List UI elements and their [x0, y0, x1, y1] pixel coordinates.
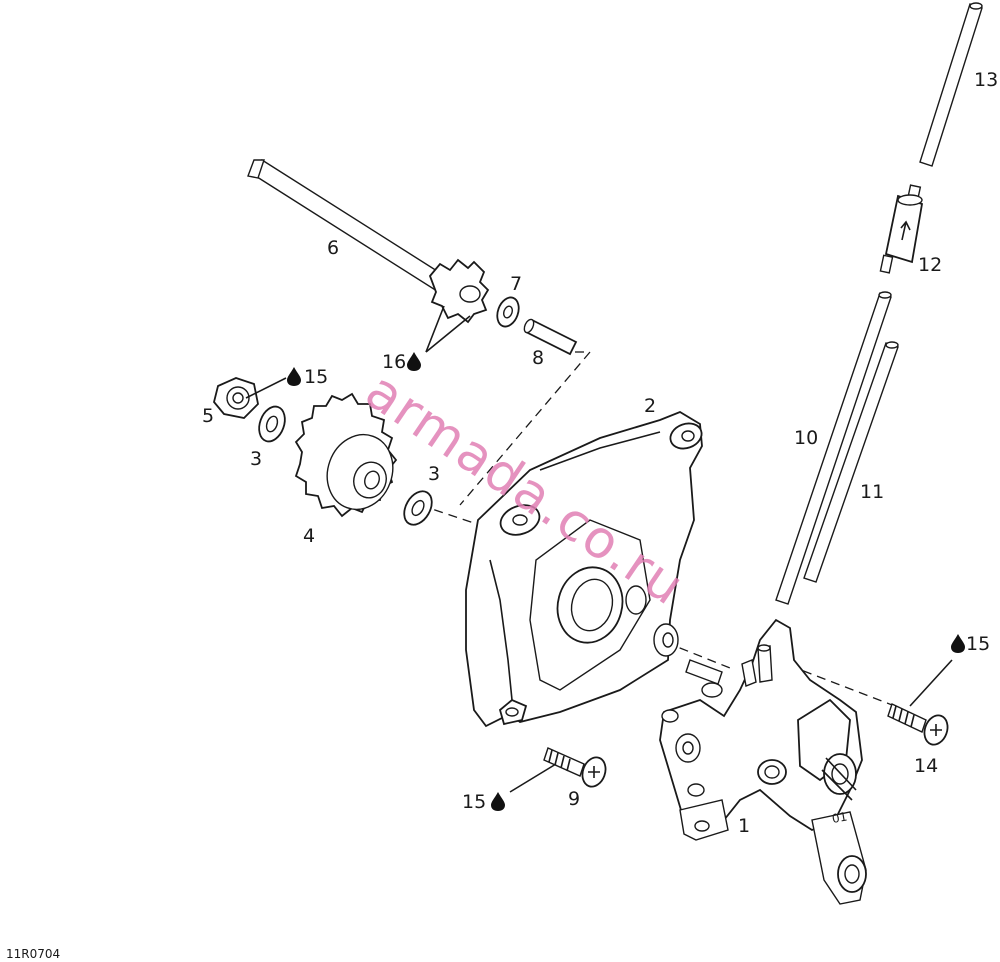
washer-3-right [403, 490, 433, 526]
screw-9 [543, 747, 607, 788]
drawing-code: 11R0704 [6, 947, 60, 961]
label-part-3-left: 3 [250, 448, 262, 470]
label-part-12: 12 [918, 254, 942, 276]
label-part-6: 6 [327, 237, 339, 259]
lubricant-drop-icon-16 [407, 352, 421, 371]
screw-14 [887, 703, 949, 746]
lubricant-drop-icon-bottom [491, 792, 505, 811]
hose-11 [803, 341, 899, 583]
label-part-4: 4 [303, 525, 315, 547]
gear-4 [294, 392, 398, 518]
lubricant-drop-icon-top [287, 367, 301, 386]
washer-7 [496, 296, 520, 328]
label-part-2: 2 [644, 395, 656, 417]
leader-lines [245, 305, 953, 793]
hose-10 [775, 291, 892, 605]
label-part-8: 8 [532, 347, 544, 369]
label-part-14: 14 [914, 755, 938, 777]
lubricant-drop-icon-right [951, 634, 965, 653]
pin-8 [523, 318, 578, 356]
washer-3-left [258, 405, 286, 443]
hose-13 [919, 2, 983, 167]
oil-pump-1 [659, 618, 867, 905]
label-lubricant-15-top: 15 [304, 366, 328, 388]
drive-shaft-6 [247, 159, 490, 324]
nut-5 [213, 377, 259, 419]
pinion-gear [428, 258, 490, 324]
label-lubricant-15-bottom: 15 [462, 791, 486, 813]
part-tag: 01 [831, 809, 848, 825]
label-part-11: 11 [860, 481, 884, 503]
label-part-7: 7 [510, 273, 522, 295]
label-lubricant-16: 16 [382, 351, 406, 373]
label-part-10: 10 [794, 427, 818, 449]
label-part-9: 9 [568, 788, 580, 810]
label-part-5: 5 [202, 405, 214, 427]
pump-cover-2 [465, 410, 703, 728]
check-valve-12 [879, 184, 924, 274]
label-lubricant-15-right: 15 [966, 633, 990, 655]
label-part-1: 1 [738, 815, 750, 837]
label-part-3-right: 3 [428, 463, 440, 485]
label-part-13: 13 [974, 69, 998, 91]
